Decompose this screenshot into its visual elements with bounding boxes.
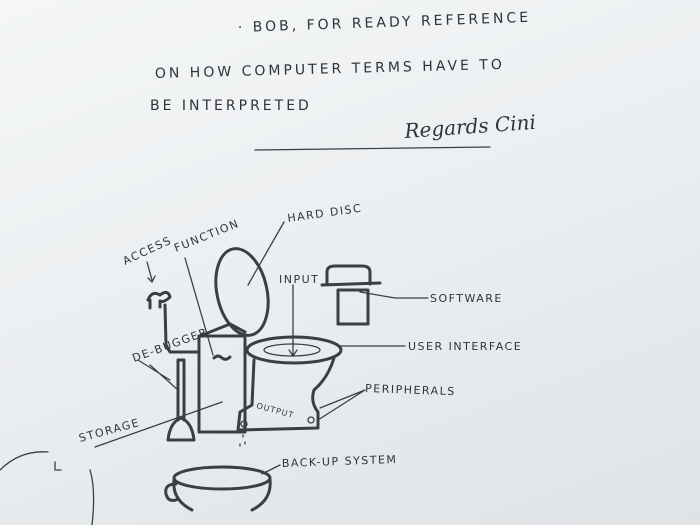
label-output: OUTPUT	[255, 401, 295, 420]
paper-holder	[325, 264, 372, 286]
label-input: INPUT	[279, 273, 319, 286]
label-storage: STORAGE	[77, 416, 141, 445]
note-underline	[254, 146, 491, 151]
label-user-interface: USER INTERFACE	[408, 340, 522, 353]
paper-holder-bar	[320, 281, 382, 287]
label-software: SOFTWARE	[430, 292, 503, 305]
bolt-left	[240, 420, 248, 428]
potty-body	[164, 478, 272, 512]
flush-handle	[212, 354, 232, 361]
note-line-2: ON HOW COMPUTER TERMS HAVE TO	[155, 57, 505, 82]
toilet-seat-opening	[263, 343, 321, 357]
label-peripherals: PERIPHERALS	[365, 382, 456, 398]
label-backup-system: BACK-UP SYSTEM	[282, 453, 398, 470]
label-hard-disc: HARD DISC	[287, 202, 363, 225]
toilet-seat	[245, 335, 343, 365]
bolt-right	[307, 416, 315, 424]
drip-marks	[239, 434, 246, 447]
potty	[172, 465, 272, 491]
water-pipe	[163, 303, 200, 354]
toilet-paper-roll	[336, 288, 370, 326]
note-line-3: BE INTERPRETED	[150, 98, 312, 114]
tap-icon	[146, 290, 172, 310]
margin-marks	[0, 451, 95, 525]
plunger-handle	[176, 358, 186, 422]
plunger-cup	[166, 416, 196, 442]
leader-lines	[94, 221, 429, 475]
toilet-lid	[214, 247, 270, 337]
cistern-tank	[197, 334, 247, 434]
handwritten-note: · BOB, FOR READY REFERENCE ON HOW COMPUT…	[150, 10, 537, 151]
toilet-bowl	[236, 356, 336, 432]
signature: Regards Cini	[403, 110, 537, 143]
note-line-1: · BOB, FOR READY REFERENCE	[238, 10, 532, 36]
toilet-drawing	[0, 247, 382, 525]
